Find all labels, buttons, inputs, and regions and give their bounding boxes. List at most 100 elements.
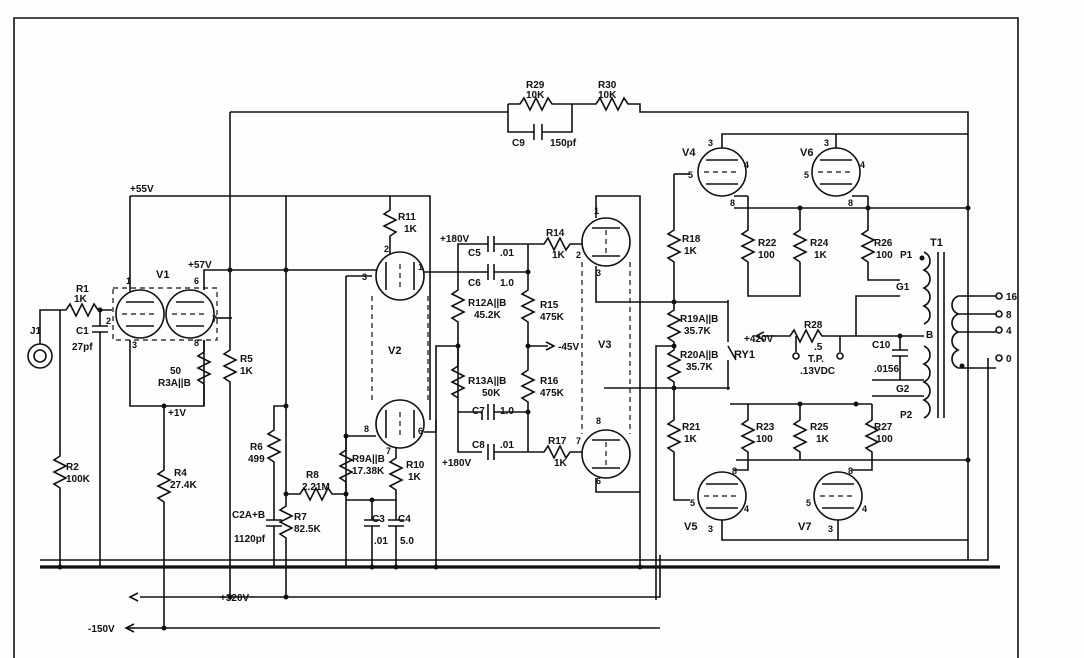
svg-text:7: 7 (386, 446, 391, 456)
r16-value: 475K (540, 388, 565, 399)
r1-value: 1K (74, 294, 88, 305)
c8-value: .01 (500, 440, 514, 451)
r17-label: R17 (548, 436, 567, 447)
output-16-terminal[interactable] (995, 292, 1003, 300)
r15-value: 475K (540, 312, 565, 323)
r26-label: R26 (874, 238, 893, 249)
r16-label: R16 (540, 376, 559, 387)
r27-value: 100 (876, 434, 893, 445)
c5-capacitor (482, 236, 528, 252)
r12-label: R12A||B (468, 298, 506, 309)
r19-label: R19A||B (680, 314, 718, 325)
output-4-label: 4 (1006, 326, 1012, 337)
r28-label: R28 (804, 320, 823, 331)
r12-resistor (450, 272, 466, 400)
p2-label: P2 (900, 410, 913, 421)
r7-label: R7 (294, 512, 307, 523)
r12-value: 45.2K (474, 310, 501, 321)
r25-value: 1K (816, 434, 830, 445)
t1-label: T1 (930, 237, 943, 249)
minus-150v-label: -150V (88, 624, 115, 635)
r9-resistor (338, 436, 354, 494)
v6-label: V6 (800, 147, 813, 159)
ry1-label: RY1 (734, 349, 755, 361)
r26-resistor (860, 196, 900, 281)
svg-text:6: 6 (418, 426, 423, 436)
tp-right (836, 352, 844, 360)
output-8-terminal[interactable] (995, 310, 1003, 318)
v5-label: V5 (684, 521, 697, 533)
r28-value: .5 (814, 342, 823, 353)
svg-text:8: 8 (848, 466, 853, 476)
b-tap-label: B (926, 330, 933, 341)
r13-value: 50K (482, 388, 501, 399)
svg-text:8: 8 (848, 198, 853, 208)
t1-secondary (951, 295, 960, 369)
r30-label: R30 (598, 80, 617, 91)
svg-text:6: 6 (596, 476, 601, 486)
r13-label: R13A||B (468, 376, 506, 387)
svg-text:2: 2 (106, 316, 111, 326)
svg-text:3: 3 (708, 138, 713, 148)
r18-label: R18 (682, 234, 701, 245)
r27-resistor (852, 404, 880, 471)
j1-jack (27, 343, 53, 369)
plus-320v-label: +320V (220, 593, 250, 604)
r20-value: 35.7K (686, 362, 713, 373)
r23-value: 100 (756, 434, 773, 445)
r10-label: R10 (406, 460, 425, 471)
c8-label: C8 (472, 440, 485, 451)
c9-capacitor-wire (507, 104, 573, 133)
r10-value: 1K (408, 472, 422, 483)
test-point-label: T.P. (808, 354, 824, 365)
svg-text:5: 5 (688, 170, 693, 180)
r17-resistor (528, 444, 590, 460)
svg-text:7: 7 (212, 314, 217, 324)
svg-text:5: 5 (806, 498, 811, 508)
test-point-value: .13VDC (800, 366, 835, 377)
r15-label: R15 (540, 300, 559, 311)
t1-primary-top (922, 251, 931, 325)
r7-value: 82.5K (294, 524, 321, 535)
frame-border (13, 17, 1019, 658)
r24-resistor (792, 208, 808, 263)
r1-label: R1 (76, 284, 89, 295)
c9-label: C9 (512, 138, 525, 149)
svg-text:3: 3 (824, 138, 829, 148)
output-0-terminal[interactable] (995, 354, 1003, 362)
c1-capacitor (92, 310, 108, 567)
r25-label: R25 (810, 422, 829, 433)
r10-resistor (388, 448, 404, 500)
junction-dots (57, 205, 971, 631)
svg-text:8: 8 (596, 416, 601, 426)
svg-text:7: 7 (576, 436, 581, 446)
r3-value: 50 (170, 366, 182, 377)
svg-text:1: 1 (126, 276, 131, 286)
v1-label: V1 (156, 269, 169, 281)
output-16-label: 16 (1006, 292, 1018, 303)
r28-resistor (770, 295, 900, 344)
r2-value: 100K (66, 474, 91, 485)
c10-label: C10 (872, 340, 891, 351)
r4-label: R4 (174, 468, 187, 479)
svg-text:8: 8 (194, 338, 199, 348)
t1-core (937, 252, 945, 418)
output-8-label: 8 (1006, 310, 1012, 321)
r9-value: 17.38K (352, 466, 385, 477)
plus-1v-label: +1V (168, 408, 186, 419)
r24-label: R24 (810, 238, 829, 249)
svg-text:4: 4 (862, 504, 867, 514)
r3-resistor (196, 340, 212, 406)
r29-value: 10K (526, 90, 545, 101)
svg-text:4: 4 (744, 160, 749, 170)
r23-resistor (734, 404, 756, 471)
r19-resistor (655, 302, 682, 600)
r14-resistor (528, 236, 590, 252)
r29-label: R29 (526, 80, 545, 91)
output-4-terminal[interactable] (995, 326, 1003, 334)
svg-text:5: 5 (690, 498, 695, 508)
r21-resistor (666, 388, 690, 501)
p1-label: P1 (900, 250, 913, 261)
